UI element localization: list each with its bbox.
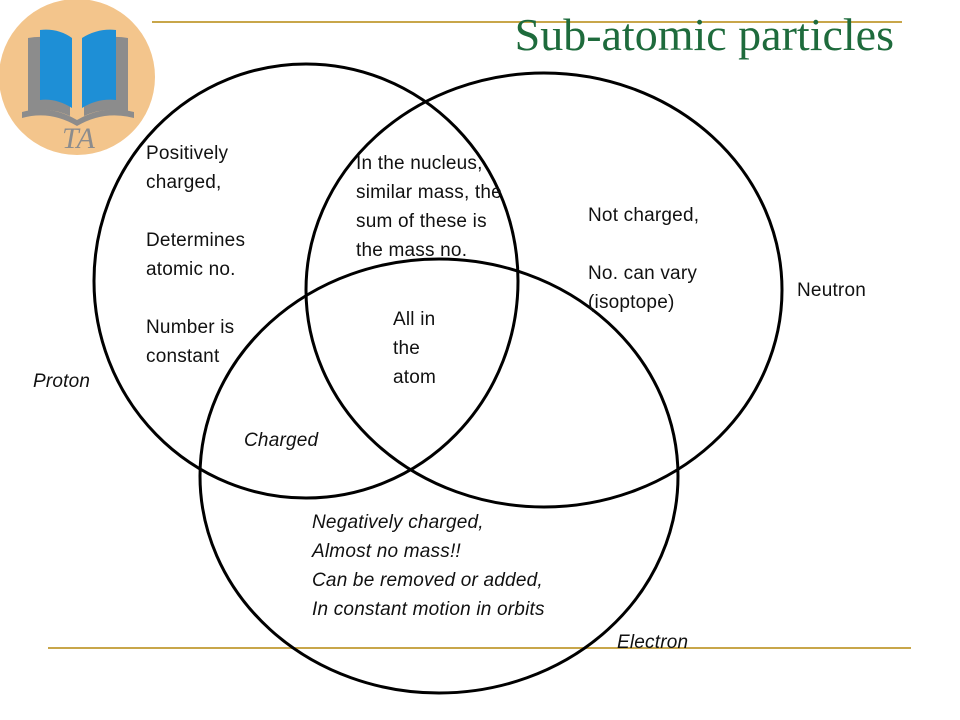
all-three-overlap-text: All in the atom [393, 309, 437, 388]
proton-label: Proton [33, 371, 91, 392]
slide-title: Sub-atomic particles [514, 9, 894, 60]
top-rule [152, 21, 902, 23]
neutron-circle [304, 71, 784, 509]
proton-circle [92, 62, 520, 500]
logo-monogram: TA [62, 122, 95, 155]
electron-circle [198, 257, 680, 695]
proton-only-text: Positively charged, Determines atomic no… [146, 143, 246, 367]
proton-neutron-overlap-text: In the nucleus, similar mass, the sum of… [356, 153, 502, 261]
electron-label: Electron [617, 632, 689, 653]
bottom-rule [48, 647, 911, 649]
proton-electron-overlap-text: Charged [244, 430, 319, 451]
neutron-label: Neutron [797, 280, 866, 301]
neutron-only-text: Not charged, No. can vary (isoptope) [588, 205, 700, 313]
book-logo-icon: TA [0, 0, 155, 155]
electron-only-text: Negatively charged, Almost no mass!! Can… [312, 512, 545, 620]
